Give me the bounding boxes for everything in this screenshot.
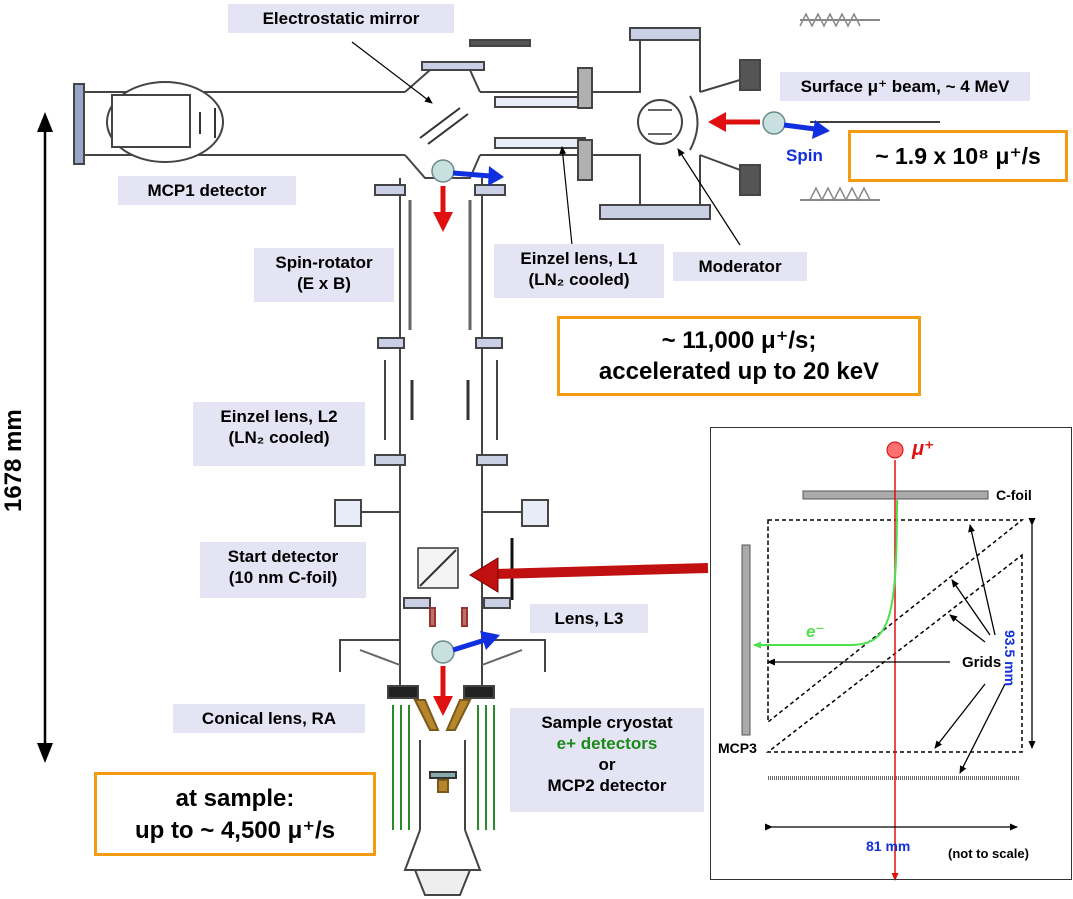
- surface-beam-label: Surface μ⁺ beam, ~ 4 MeV: [780, 72, 1030, 101]
- mcp3-plate: [741, 544, 751, 736]
- sample-line2: e+ detectors: [556, 734, 658, 753]
- einzel-l1-label: Einzel lens, L1 (LN₂ cooled): [494, 244, 664, 298]
- einzel-l2-line2: (LN₂ cooled): [228, 428, 330, 447]
- inset-electron-label: e⁻: [806, 622, 825, 641]
- beamline-chamber: [73, 12, 880, 896]
- inset-muon: [886, 441, 904, 459]
- electron-track: [753, 499, 898, 649]
- einzel-l2-line1: Einzel lens, L2: [220, 407, 338, 426]
- inset-mcp3-label: MCP3: [718, 740, 757, 756]
- start-detector-label: Start detector (10 nm C-foil): [200, 542, 366, 598]
- einzel-l2-label: Einzel lens, L2 (LN₂ cooled): [193, 402, 365, 466]
- start-detector-inset: [741, 441, 1036, 881]
- sample-rate-box: at sample: up to ~ 4,500 μ⁺/s: [94, 772, 376, 856]
- inset-grids-label: Grids: [962, 654, 1002, 671]
- sample-cryostat-label: Sample cryostat e+ detectors or MCP2 det…: [510, 708, 704, 812]
- height-dimension-label: 1678 mm: [0, 409, 27, 512]
- electrostatic-mirror-label: Electrostatic mirror: [228, 4, 454, 33]
- inset-cfoil-label: C-foil: [996, 487, 1032, 503]
- beam-rate-box: ~ 1.9 x 10⁸ μ⁺/s: [848, 130, 1068, 182]
- spin-arrow-top: [812, 120, 830, 139]
- einzel-l1-line2: (LN₂ cooled): [528, 270, 630, 289]
- leader-lines: [351, 41, 741, 246]
- accel-line1: ~ 11,000 μ⁺/s;: [661, 327, 817, 354]
- sample-line3: or: [598, 755, 616, 774]
- beam-arrow-down-2: [433, 696, 453, 716]
- mcp1-label: MCP1 detector: [118, 176, 296, 205]
- inset-scale-note: (not to scale): [948, 846, 1029, 861]
- muon-spin-markers: [431, 111, 940, 716]
- sample-line4: MCP2 detector: [547, 776, 667, 795]
- sample-rate-line1: at sample:: [175, 785, 295, 812]
- spin-rotator-line1: Spin-rotator: [275, 253, 373, 272]
- inset-mu-label: μ⁺: [912, 438, 935, 460]
- accel-line2: accelerated up to 20 keV: [598, 358, 880, 385]
- sample-rate-line2: up to ~ 4,500 μ⁺/s: [134, 817, 336, 844]
- muon-cross: [431, 159, 455, 183]
- beam-arrow-down-1: [433, 212, 453, 232]
- beam-arrow-in: [708, 112, 726, 132]
- conical-lens-label: Conical lens, RA: [173, 704, 365, 733]
- dimension-1678: [37, 112, 53, 763]
- spin-rotator-label: Spin-rotator (E x B): [254, 248, 394, 302]
- spin-label: Spin: [786, 146, 823, 165]
- spin-rotator-line2: (E x B): [297, 274, 351, 293]
- accelerated-rate-box: ~ 11,000 μ⁺/s; accelerated up to 20 keV: [557, 316, 921, 396]
- lens-l3-label: Lens, L3: [530, 604, 648, 633]
- inset-frame: [710, 427, 1072, 880]
- inset-height-label: 93.5 mm: [1002, 630, 1018, 687]
- inset-pointer-arrow: [469, 557, 499, 593]
- muon-lower: [431, 640, 455, 664]
- start-detector-line1: Start detector: [227, 547, 339, 566]
- sample-line1: Sample cryostat: [541, 713, 673, 732]
- muon-top: [762, 111, 786, 135]
- start-detector-line2: (10 nm C-foil): [228, 568, 338, 587]
- einzel-l1-line1: Einzel lens, L1: [520, 249, 638, 268]
- inset-width-label: 81 mm: [866, 838, 911, 854]
- moderator-label: Moderator: [673, 252, 807, 281]
